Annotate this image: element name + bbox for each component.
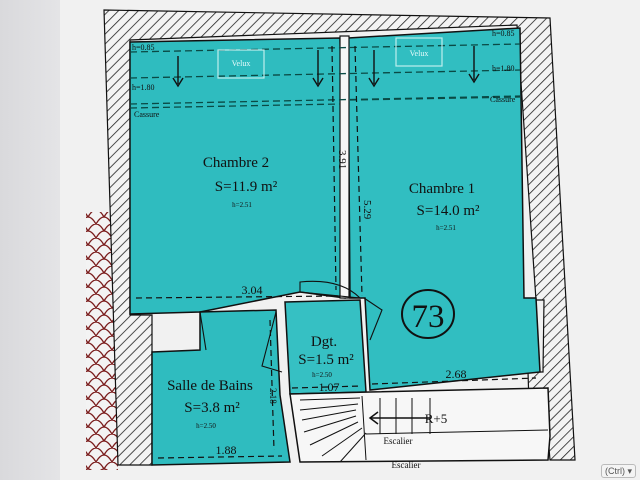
velux-right-label: Velux <box>410 49 429 58</box>
paste-options-button[interactable]: (Ctrl) ▾ <box>600 464 636 478</box>
degagement-area: S=1.5 m² <box>298 352 354 368</box>
room-chambre-2 <box>129 37 346 315</box>
slope-arrows <box>172 46 480 88</box>
dimension-3-04: 3.04 <box>242 283 263 297</box>
dimension-lines <box>135 45 537 459</box>
h180-right-label: h=1.80 <box>492 64 515 73</box>
salle-de-bains-height: h=2.50 <box>196 422 216 430</box>
chambre-2-height: h=2.51 <box>232 201 252 209</box>
velux-left <box>217 49 265 79</box>
dimension-2-18: 2.18 <box>268 388 278 404</box>
cassure-right-label: Cassure <box>490 95 516 104</box>
stair-level-label: R+5 <box>425 411 448 426</box>
room-number: 73 <box>412 299 445 335</box>
degagement-name: Dgt. <box>311 334 337 350</box>
cassure-left-label: Cassure <box>134 110 160 119</box>
salle-de-bains-area: S=3.8 m² <box>184 400 240 416</box>
room-number-circle <box>401 289 455 339</box>
stair-label-bottom: Escalier <box>392 460 421 470</box>
dimension-1-07: 1.07 <box>319 380 340 394</box>
stair-area <box>289 387 551 463</box>
dimension-1-88: 1.88 <box>216 443 237 457</box>
chambre-1-area: S=14.0 m² <box>417 203 480 219</box>
partition-wall <box>339 35 350 299</box>
dimension-2-68: 2.68 <box>446 367 467 381</box>
chambre-2-name: Chambre 2 <box>203 155 269 171</box>
stair-steps <box>299 395 549 463</box>
door-swings <box>199 280 383 373</box>
stair-label-top: Escalier <box>384 436 413 446</box>
h180-left-label: h=1.80 <box>132 83 155 92</box>
chambre-1-height: h=2.51 <box>436 224 456 232</box>
chambre-2-area: S=11.9 m² <box>215 179 278 195</box>
h085-right-label: h=0.85 <box>492 29 515 38</box>
stair-arrow <box>368 411 430 425</box>
h085-left-label: h=0.85 <box>132 43 155 52</box>
room-salle-de-bains <box>151 309 291 466</box>
salle-de-bains-name: Salle de Bains <box>167 378 253 394</box>
chambre-1-name: Chambre 1 <box>409 181 475 197</box>
velux-right <box>395 37 443 67</box>
dimension-5-29: 5.29 <box>361 200 373 220</box>
dimension-3-91: 3.91 <box>336 150 348 169</box>
slope-lines <box>129 43 521 109</box>
degagement-height: h=2.50 <box>312 371 332 379</box>
photo-background <box>0 0 70 480</box>
velux-left-label: Velux <box>232 59 251 68</box>
